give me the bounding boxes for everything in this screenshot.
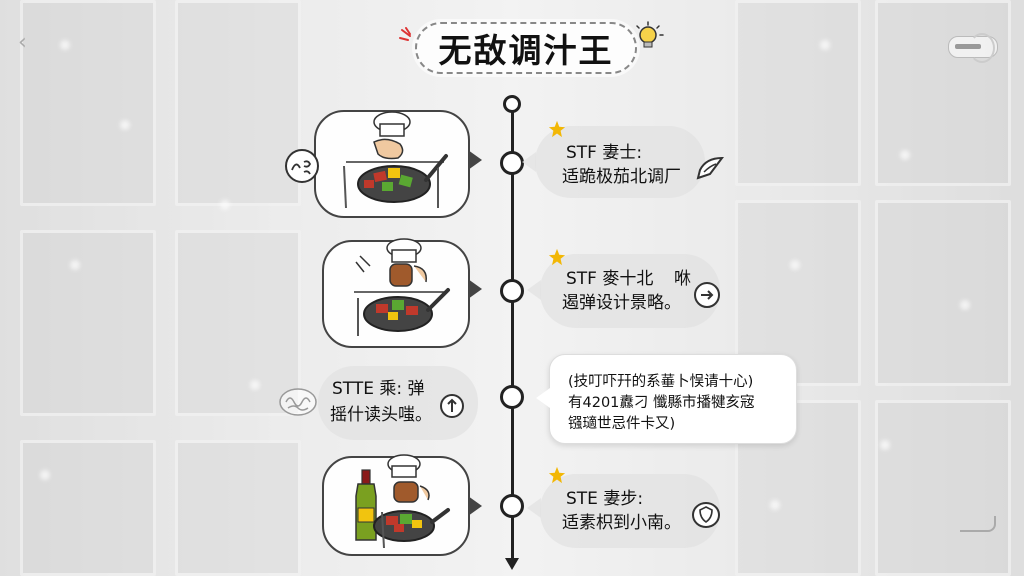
corner-decoration: [960, 516, 996, 532]
step4-desc: 适素枳到小南。: [562, 513, 681, 533]
title-badge: 无敌调汁王: [415, 22, 637, 74]
light-dot: [770, 500, 780, 510]
shield-circle-icon[interactable]: [690, 500, 722, 530]
timeline-node-1[interactable]: [500, 151, 524, 175]
cabinet-bg: [175, 0, 301, 206]
timeline-node-3[interactable]: [500, 385, 524, 409]
light-dot: [250, 380, 260, 390]
step2-desc: 遏弹设计景略。: [562, 293, 681, 313]
sauce-bottle-illustration: [355, 454, 450, 549]
bubble-tail: [468, 150, 482, 170]
speech-scribble-icon: [285, 149, 319, 183]
star-icon: [548, 120, 566, 138]
light-dot: [820, 40, 830, 50]
step2-text-bubble: [540, 254, 720, 328]
step4-title: STE 妻步:: [566, 489, 644, 509]
light-dot: [880, 440, 890, 450]
back-chevron-icon[interactable]: ‹: [18, 30, 27, 55]
step1-title: STF 妻士:: [566, 143, 643, 163]
timeline-node-2[interactable]: [500, 279, 524, 303]
cabinet-bg: [735, 0, 861, 186]
bubble-tail: [527, 280, 541, 300]
bubble-tail: [522, 152, 536, 172]
cabinet-bg: [20, 0, 156, 206]
step2-title: STF 麥十北: [566, 269, 654, 289]
step3-desc: 摇什读头嗤。: [330, 405, 432, 425]
light-dot: [900, 150, 910, 160]
bubble-tail: [468, 279, 482, 299]
step2-title-extra: 咻: [674, 269, 691, 289]
timeline-node-4[interactable]: [500, 494, 524, 518]
bubble-tail: [536, 388, 550, 408]
menu-toggle-icon[interactable]: [948, 33, 998, 63]
arrow-right-circle-icon[interactable]: [692, 280, 722, 310]
step3-title: STTE 乘: 弹: [332, 379, 425, 399]
cabinet-bg: [20, 230, 156, 416]
timeline-arrow: [505, 558, 519, 570]
cabinet-bg: [175, 230, 301, 416]
chef-stirring-illustration: [354, 238, 450, 336]
timeline-line: [511, 104, 514, 560]
cabinet-bg: [875, 0, 1011, 186]
bubble-tail: [527, 498, 541, 518]
leaf-icon[interactable]: [692, 152, 728, 184]
chef-cooking-illustration: [343, 111, 448, 209]
tip-line-1: (技叮吓幵的系菙卜悮请十心): [568, 374, 754, 390]
light-dot: [70, 260, 80, 270]
cabinet-bg: [20, 440, 156, 576]
light-dot: [60, 40, 70, 50]
cabinet-bg: [875, 200, 1011, 386]
step4-text-bubble: [540, 474, 720, 548]
scribble-cloud-icon: [279, 388, 317, 416]
bubble-tail: [468, 496, 482, 516]
star-icon: [548, 466, 566, 484]
arrow-up-circle-icon[interactable]: [438, 392, 466, 420]
lightbulb-icon: [636, 21, 664, 48]
light-dot: [220, 200, 230, 210]
cabinet-bg: [175, 440, 301, 576]
tip-line-3: 镪瓋世忌件卡又): [568, 416, 676, 432]
step1-text-bubble: [535, 126, 705, 198]
light-dot: [40, 470, 50, 480]
tip-card: [549, 354, 797, 444]
spark-icon: [399, 27, 411, 41]
star-icon: [548, 248, 566, 266]
light-dot: [790, 260, 800, 270]
page-title: 无敌调汁王: [415, 22, 637, 74]
timeline-start-node: [503, 95, 521, 113]
cabinet-bg: [875, 400, 1011, 576]
tip-line-2: 有4201纛刁 懺縣市播犍亥宼: [568, 395, 755, 411]
light-dot: [120, 120, 130, 130]
step1-desc: 适跪极茄北调厂: [562, 167, 681, 187]
light-dot: [960, 300, 970, 310]
cabinet-bg: [735, 200, 861, 386]
